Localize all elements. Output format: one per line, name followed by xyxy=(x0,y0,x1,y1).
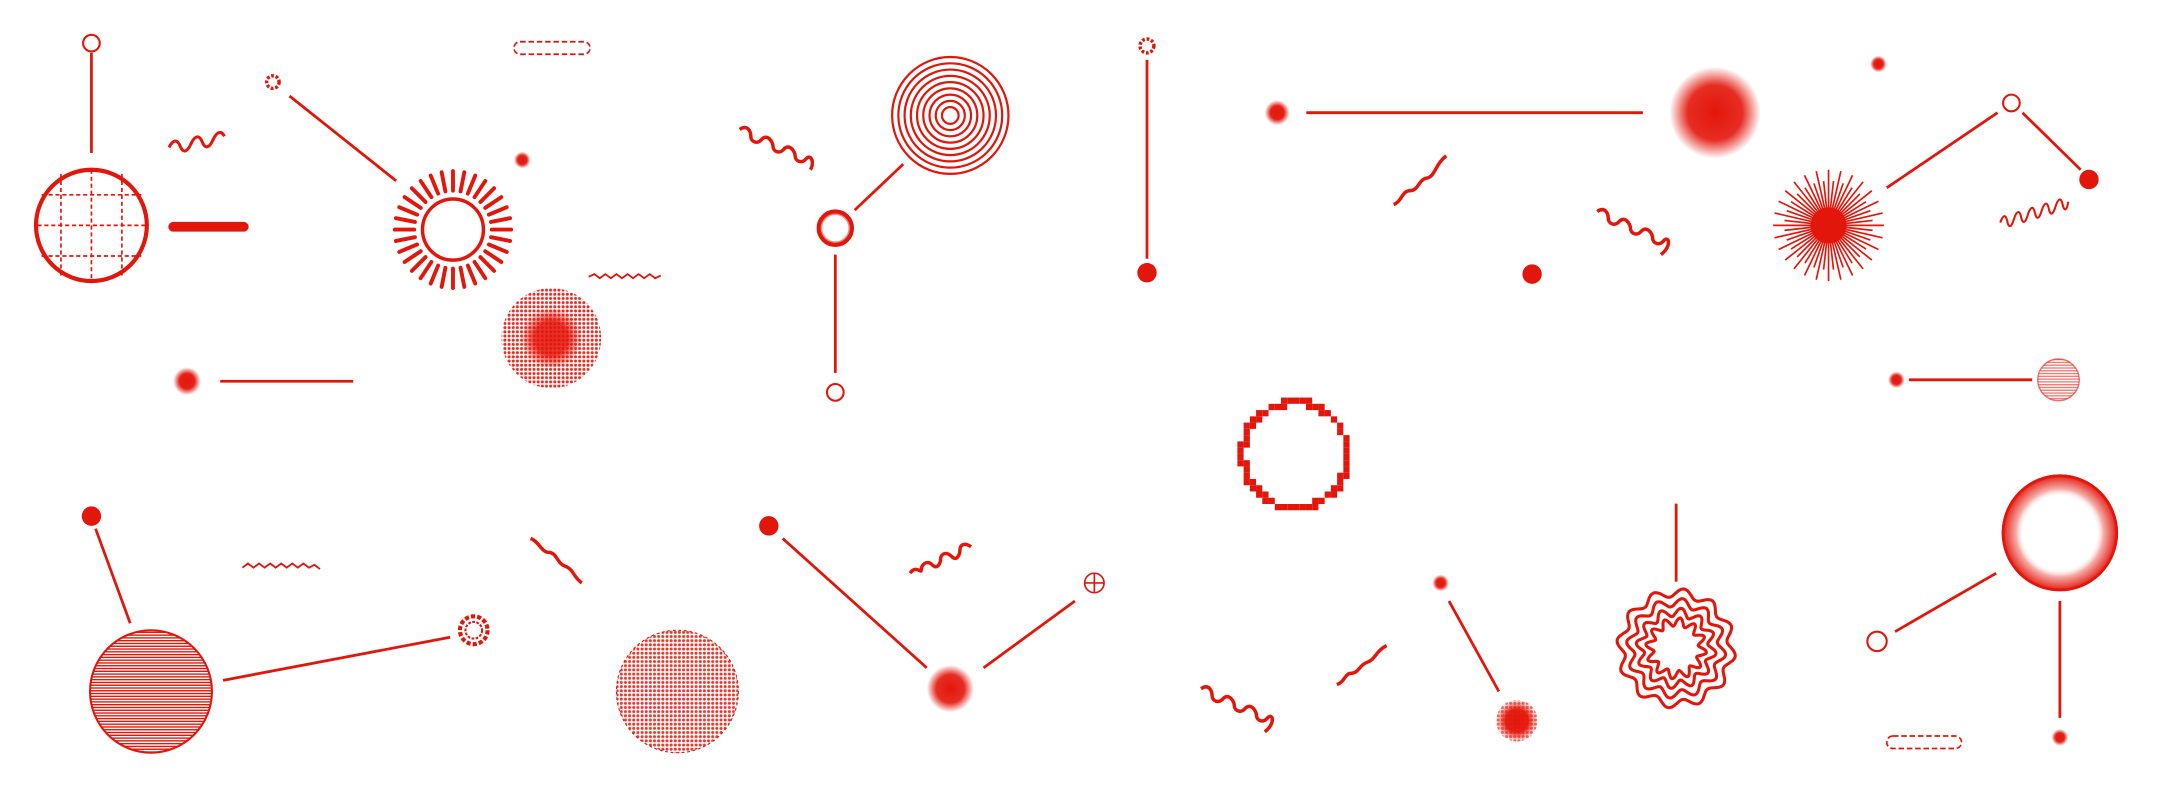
glowing-dot-icon xyxy=(513,151,531,169)
connector-line xyxy=(1447,600,1501,693)
connector-line xyxy=(222,635,451,682)
small-node-icon xyxy=(1866,630,1888,653)
halftone-circle-icon xyxy=(89,629,213,754)
halftone-circle-icon xyxy=(615,629,739,754)
glowing-dot-icon xyxy=(1669,66,1761,159)
spring-coil-icon xyxy=(738,125,815,171)
small-gear-icon xyxy=(1138,37,1156,55)
wavy-ring-icon xyxy=(1615,587,1737,710)
dashed-pill-icon xyxy=(1885,735,1963,750)
concentric-rings-icon xyxy=(890,55,1010,176)
grid-globe-icon xyxy=(33,167,149,284)
connector-line xyxy=(982,599,1076,669)
small-node-icon xyxy=(825,382,845,402)
spring-coil-icon xyxy=(1596,207,1671,256)
zigzag-squiggle-icon xyxy=(241,562,321,570)
dashed-pill-icon xyxy=(513,40,591,56)
halftone-dot-sphere-icon xyxy=(501,288,602,389)
solid-node-icon xyxy=(1137,262,1157,283)
glowing-dot-icon xyxy=(1888,371,1905,389)
spring-coil-icon xyxy=(1999,198,2070,228)
glowing-dot-icon xyxy=(1870,55,1887,73)
wavy-ring-icon xyxy=(457,614,490,647)
solid-node-icon xyxy=(81,506,102,526)
pixel-ring-icon xyxy=(1237,397,1350,511)
connector-line xyxy=(781,537,928,669)
concentric-rings-icon xyxy=(2037,358,2080,402)
sunburst-ring-icon xyxy=(392,169,514,290)
spring-coil-icon xyxy=(167,130,226,153)
solid-node-icon xyxy=(759,516,779,536)
small-gear-icon xyxy=(264,74,281,91)
crosshair-circle-icon xyxy=(1083,572,1105,594)
connector-line xyxy=(288,94,398,182)
connector-line xyxy=(853,163,905,212)
connector-line xyxy=(2021,111,2082,171)
gradient-ring-icon xyxy=(2001,474,2119,592)
spring-coil-icon xyxy=(908,542,973,575)
wavy-line-icon xyxy=(1392,154,1448,207)
wavy-line-icon xyxy=(1336,644,1388,687)
connector-line xyxy=(94,528,132,624)
small-node-icon xyxy=(2002,93,2021,113)
solid-node-icon xyxy=(2079,169,2099,190)
glowing-dot-icon xyxy=(1264,100,1290,126)
wavy-line-icon xyxy=(529,536,583,585)
halftone-dot-sphere-icon xyxy=(1496,699,1538,742)
solid-node-icon xyxy=(1522,264,1542,284)
small-node-icon xyxy=(82,33,101,53)
hollow-node-icon xyxy=(816,209,855,247)
connector-line xyxy=(1885,111,1999,189)
glowing-dot-icon xyxy=(2051,729,2069,746)
glowing-dot-icon xyxy=(926,665,974,713)
zigzag-squiggle-icon xyxy=(588,272,662,280)
glowing-dot-icon xyxy=(173,367,201,396)
spring-coil-icon xyxy=(1200,685,1275,734)
connector-line xyxy=(1894,572,1997,633)
glowing-dot-icon xyxy=(1432,574,1449,592)
glowing-dot-icon xyxy=(1810,207,1847,244)
